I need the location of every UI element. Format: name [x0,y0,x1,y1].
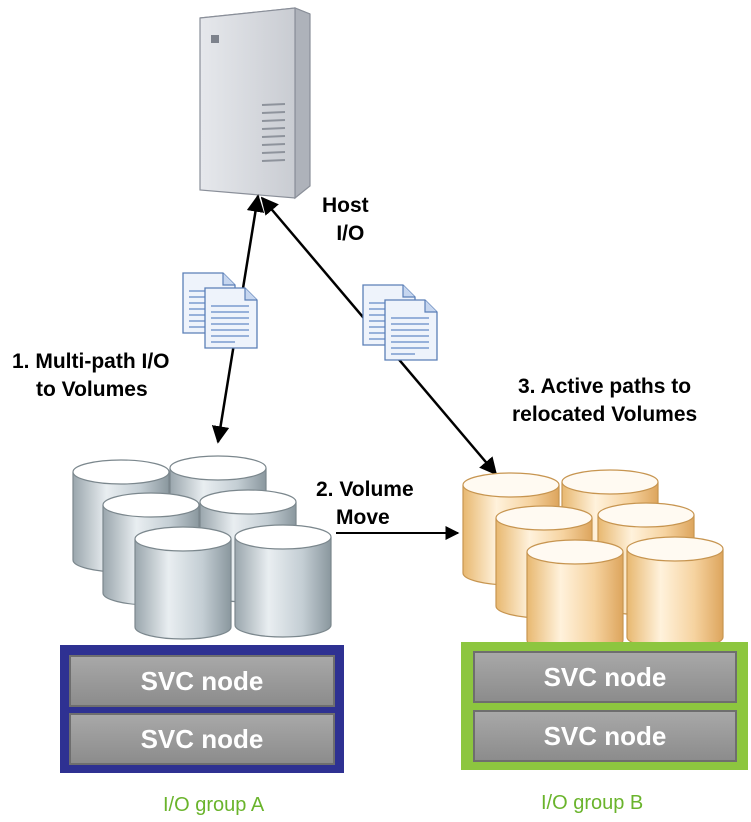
io-group-b-box: SVC node SVC node [461,642,748,770]
step1-label: 1. Multi-path I/O to Volumes [12,348,170,404]
volumes-group-b [462,469,724,653]
server-icon [199,7,311,200]
step3-label: 3. Active paths to relocated Volumes [512,373,697,429]
disk-volume-icon [134,526,232,640]
disk-volume-icon [234,524,332,638]
svc-node-b2: SVC node [473,710,737,762]
svc-node-a2: SVC node [69,713,335,765]
host-io-line2: I/O [336,222,365,245]
document-icon [362,284,438,361]
step3-line1: 3. Active paths to [518,375,692,398]
disk-volume-icon [526,539,624,653]
host-io-label: Host I/O [322,192,369,248]
step2-label: 2. Volume Move [316,476,414,532]
volumes-group-a [72,455,332,640]
io-group-a-box: SVC node SVC node [60,645,344,773]
svc-node-a1: SVC node [69,655,335,707]
disk-volume-icon [626,536,724,650]
svc-node-b1: SVC node [473,651,737,703]
step2-line1: 2. Volume [316,478,414,501]
host-io-line1: Host [322,194,369,217]
step1-line2: to Volumes [36,378,148,401]
io-group-b-label: I/O group B [541,792,644,814]
io-group-a-label: I/O group A [163,794,265,816]
document-icon [182,272,258,349]
step2-line2: Move [336,506,390,529]
step1-line1: 1. Multi-path I/O [12,350,170,373]
step3-line2: relocated Volumes [512,403,698,426]
